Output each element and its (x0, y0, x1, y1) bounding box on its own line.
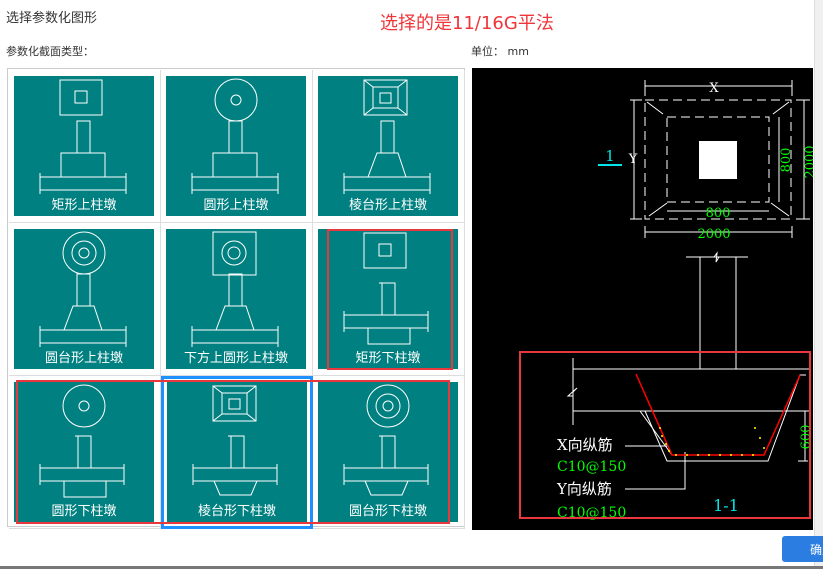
rebar-dot (754, 427, 756, 429)
unit-value: mm (507, 45, 529, 58)
rebar-dot (665, 443, 667, 445)
shape-option[interactable]: 棱台形上柱墩 (313, 70, 465, 223)
rebar-dot (675, 454, 677, 456)
shape-drawing (39, 384, 125, 498)
shape-option[interactable]: 下方上圆形上柱墩 (161, 223, 313, 376)
rebar-dot (763, 447, 765, 449)
shape-drawing (191, 78, 279, 194)
shape-label: 圆台形上柱墩 (44, 351, 123, 366)
rebar-dot (686, 454, 688, 456)
shape-thumbnail: 圆台形上柱墩 (14, 229, 154, 369)
ok-button[interactable]: 确定 (782, 536, 823, 562)
shape-option[interactable]: 棱台形下柱墩 (161, 376, 313, 529)
section-mark: 1 (605, 147, 615, 165)
shape-thumbnail: 下方上圆形上柱墩 (166, 229, 306, 369)
shape-label: 圆台形下柱墩 (348, 504, 427, 519)
shape-label: 圆形下柱墩 (51, 504, 117, 519)
shape-thumbnail: 棱台形上柱墩 (318, 76, 458, 216)
rebar-dot (659, 427, 661, 429)
rebar-dot (759, 437, 761, 439)
shape-option[interactable]: 矩形上柱墩 (9, 70, 161, 223)
window-edge (0, 566, 823, 569)
shape-option[interactable]: 圆台形上柱墩 (9, 223, 161, 376)
rebar-dot (719, 454, 721, 456)
dim-depth: 600 (799, 425, 813, 450)
dim-outer-height: 2000 (803, 145, 813, 178)
shape-label: 矩形下柱墩 (355, 351, 421, 366)
shape-thumbnail: 圆形下柱墩 (14, 382, 154, 522)
shape-thumbnail: 圆形上柱墩 (166, 76, 306, 216)
rebar-dot (741, 454, 743, 456)
shape-drawing (192, 385, 278, 496)
rebar-dot (668, 450, 670, 452)
y-rebar-value: C10@150 (557, 505, 626, 521)
shape-option[interactable]: 矩形下柱墩 (313, 223, 465, 376)
rebar-dot (752, 454, 754, 456)
rebar-dot (661, 435, 663, 437)
shape-label: 圆形上柱墩 (203, 198, 269, 213)
shape-drawing (343, 232, 429, 345)
annotation-text: 选择的是11/16G平法 (380, 13, 554, 34)
shape-label: 棱台形上柱墩 (348, 198, 427, 213)
shape-label: 棱台形下柱墩 (197, 504, 276, 519)
shape-thumbnail: 矩形下柱墩 (318, 229, 458, 369)
dim-inner-width: 800 (706, 206, 731, 221)
shape-thumbnail: 矩形上柱墩 (14, 76, 154, 216)
shape-drawing (39, 231, 127, 347)
shape-thumbnail: 圆台形下柱墩 (318, 382, 458, 522)
shape-thumbnail: 棱台形下柱墩 (167, 382, 307, 522)
unit-label: 单位： mm (471, 43, 529, 59)
dim-inner-height: 800 (779, 148, 794, 173)
shape-option[interactable]: 圆形上柱墩 (161, 70, 313, 223)
dim-x-label: X (709, 81, 719, 96)
section-title: 1-1 (713, 496, 739, 515)
rebar-dot (697, 454, 699, 456)
scrollbar[interactable] (814, 0, 823, 569)
shape-drawing (343, 79, 431, 194)
unit-label-text: 单位： (471, 45, 504, 58)
shape-preview: X Y 1 800 2000 800 2000 600 X向纵筋 C10@150… (472, 68, 818, 530)
shape-label: 下方上圆形上柱墩 (183, 351, 288, 366)
rebar-dot (730, 454, 732, 456)
shape-grid: 矩形上柱墩 圆形上柱墩 棱台形上柱墩 圆台形上柱墩 下方上圆形上柱墩 矩形下柱墩… (7, 68, 465, 529)
shape-drawing (191, 231, 279, 347)
shape-label: 矩形上柱墩 (51, 198, 117, 213)
dim-y-label: Y (628, 152, 638, 167)
section-type-label: 参数化截面类型： (6, 45, 94, 58)
dim-outer-width: 2000 (697, 227, 730, 242)
dialog-title: 选择参数化图形 (6, 11, 98, 26)
y-rebar-label: Y向纵筋 (556, 480, 612, 498)
shape-drawing (343, 384, 429, 496)
shape-drawing (39, 79, 127, 194)
x-rebar-value: C10@150 (557, 459, 626, 475)
shape-option[interactable]: 圆形下柱墩 (9, 376, 161, 529)
x-rebar-label: X向纵筋 (557, 436, 613, 454)
rebar-dot (708, 454, 710, 456)
shape-option[interactable]: 圆台形下柱墩 (313, 376, 465, 529)
